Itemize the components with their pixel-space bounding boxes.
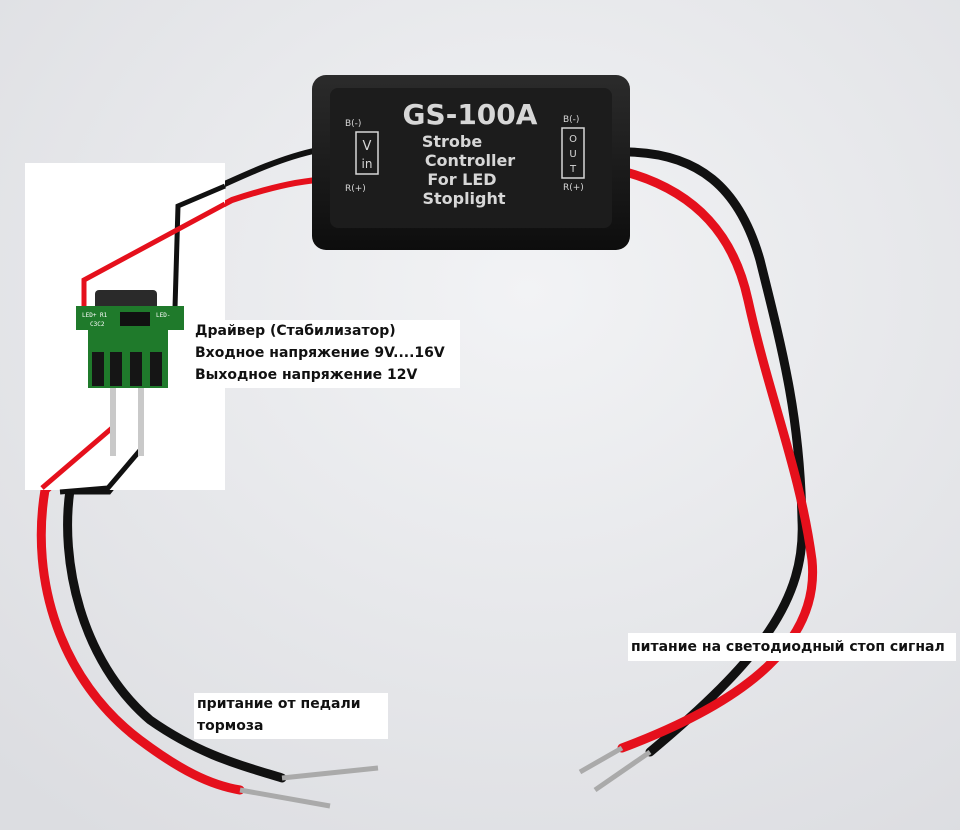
driver-annotation-line-2: Входное напряжение 9V....16V <box>195 345 445 361</box>
inset-red-wire <box>81 201 227 306</box>
pedal-annotation-line-1: притание от педали <box>197 696 361 712</box>
right-wire-tip-1 <box>578 745 624 775</box>
diode-1 <box>92 352 104 386</box>
pcb-silkscreen-bottom: C3C2 <box>90 321 105 328</box>
diode-2 <box>110 352 122 386</box>
inset-lower-black-wire <box>59 446 144 495</box>
input-block-frame <box>355 131 379 175</box>
strobe-controller-module: GS-100A Strobe Controller For LED Stopli… <box>312 75 630 250</box>
output-block-mid: U <box>569 149 576 160</box>
output-r-plus: R(+) <box>563 183 584 193</box>
right-red-wire <box>613 165 818 753</box>
driver-annotation-line-1: Драйвер (Стабилизатор) <box>195 323 396 339</box>
output-block-frame <box>561 127 585 179</box>
pedal-wire-tip-2 <box>281 765 379 781</box>
module-model: GS-100A <box>403 98 538 131</box>
driver-board: LED+ R1 C3C2 LED- <box>76 290 184 456</box>
input-b-minus: B(-) <box>345 119 361 129</box>
module-desc-line-1: Strobe <box>422 132 483 151</box>
driver-annotation-line-3: Выходное напряжение 12V <box>195 367 418 383</box>
input-block-bottom: in <box>362 157 373 171</box>
module-desc-line-2: Controller <box>425 151 515 170</box>
pcb-silkscreen-right: LED- <box>156 312 170 319</box>
diode-4 <box>150 352 162 386</box>
diode-3 <box>130 352 142 386</box>
inset-lower-red-wire <box>40 426 114 490</box>
pcb-silkscreen-top: LED+ R1 <box>82 312 108 319</box>
pedal-wire-tip-1 <box>239 787 331 809</box>
output-block-top: O <box>569 134 577 145</box>
pin-right <box>138 388 144 456</box>
module-desc-line-3: For LED <box>427 170 496 189</box>
pedal-red-wire <box>36 425 245 795</box>
led-power-annotation: питание на светодиодный стоп сигнал <box>628 633 956 661</box>
pedal-power-annotation: притание от педали тормоза <box>194 693 388 739</box>
pin-left <box>110 388 116 456</box>
module-desc-line-4: Stoplight <box>422 189 505 208</box>
chip <box>120 312 150 326</box>
inset-black-wire <box>172 183 226 309</box>
pedal-annotation-line-2: тормоза <box>197 718 264 734</box>
right-wire-tip-2 <box>593 749 652 793</box>
input-block-top: V <box>363 139 372 154</box>
module-face <box>330 88 612 228</box>
output-b-minus: B(-) <box>563 115 579 125</box>
pedal-black-wire <box>63 445 287 783</box>
left-red-wire-to-module <box>81 177 319 303</box>
input-r-plus: R(+) <box>345 184 366 194</box>
output-block-bottom: T <box>569 164 577 175</box>
driver-annotation: Драйвер (Стабилизатор) Входное напряжени… <box>192 320 460 388</box>
